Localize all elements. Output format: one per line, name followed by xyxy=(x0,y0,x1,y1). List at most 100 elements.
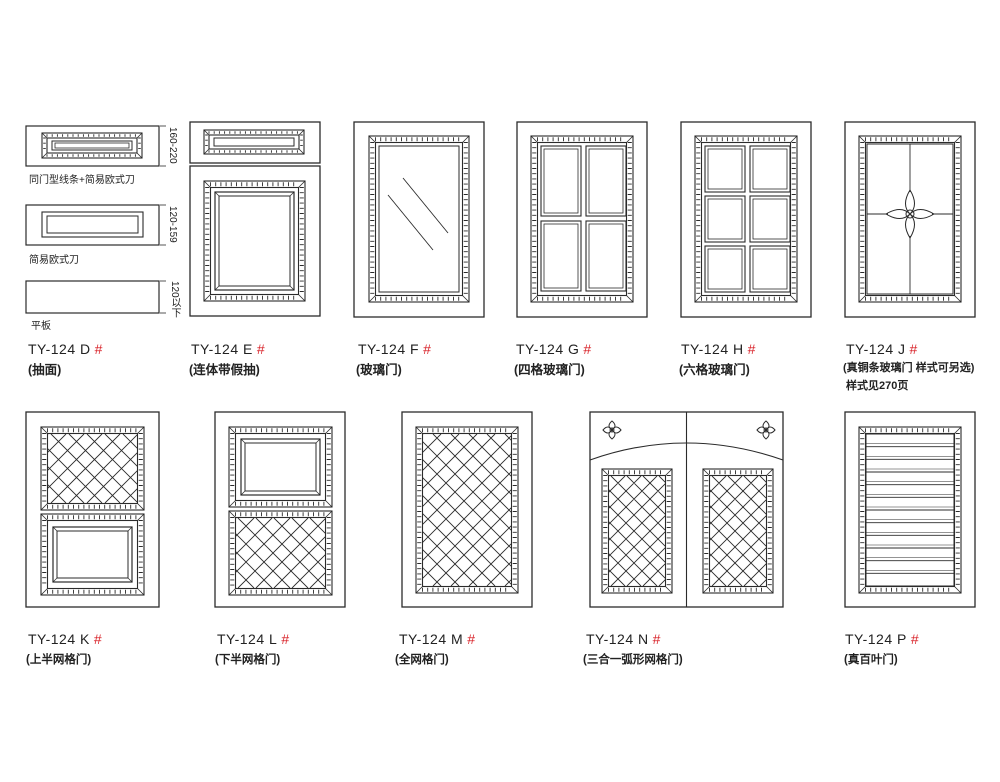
door-k-panel xyxy=(52,526,133,583)
carving-marks xyxy=(230,512,331,594)
door-f-glass-pane xyxy=(378,145,460,293)
item-l-code: TY-124 L# xyxy=(217,631,290,647)
drawer-type-3-dimension: 120以下 xyxy=(169,281,180,318)
item-m-code: TY-124 M# xyxy=(399,631,476,647)
door-m-frame xyxy=(401,411,533,608)
door-h-frame xyxy=(680,121,812,318)
carving-marks xyxy=(205,182,304,300)
item-f-code: TY-124 F# xyxy=(358,341,432,357)
door-f-glass xyxy=(353,121,485,318)
door-m-lattice xyxy=(423,434,511,586)
door-p-frame xyxy=(844,411,976,608)
drawer-type-2-label: 简易欧式刀 xyxy=(29,255,79,266)
carving-marks xyxy=(532,137,632,301)
item-l-desc: (下半网格门) xyxy=(215,654,281,666)
item-d-code: TY-124 D# xyxy=(28,341,103,357)
door-l-lower-lattice xyxy=(214,411,346,608)
item-j-desc: (真铜条玻璃门 样式可另选) xyxy=(843,362,975,374)
drawer-front-2-molding xyxy=(41,211,144,238)
glass-pane xyxy=(704,245,746,293)
item-p-desc: (真百叶门) xyxy=(844,654,898,666)
door-l-lattice xyxy=(236,518,325,588)
drawer-front-2 xyxy=(25,204,160,246)
drawer-type-2-dimension: 120-159 xyxy=(167,206,178,243)
glass-pane xyxy=(540,220,582,292)
door-p-louvered xyxy=(844,411,976,608)
door-e-panel xyxy=(214,191,295,291)
door-e-drawer-border xyxy=(203,129,305,155)
carving-marks xyxy=(860,137,960,301)
drawer-front-1-handle xyxy=(51,140,133,151)
door-l-upper-border xyxy=(228,426,333,508)
door-e-frame xyxy=(189,165,321,317)
item-n-desc: (三合一弧形网格门) xyxy=(583,654,683,666)
item-g-code: TY-124 G# xyxy=(516,341,592,357)
door-k-lower-border xyxy=(40,513,145,596)
item-e-code: TY-124 E# xyxy=(191,341,266,357)
drawer-front-1 xyxy=(25,125,160,167)
door-j-border xyxy=(858,135,962,303)
glass-reflection xyxy=(387,194,434,251)
door-m-full-lattice xyxy=(401,411,533,608)
item-d-desc: (抽面) xyxy=(28,363,62,377)
door-n-right-lattice xyxy=(710,476,766,586)
carving-marks xyxy=(43,134,141,157)
carving-marks xyxy=(42,515,143,594)
door-f-border xyxy=(368,135,470,303)
door-g-four-pane xyxy=(516,121,648,318)
glass-pane xyxy=(749,195,791,243)
carving-marks xyxy=(417,428,517,592)
door-k-frame xyxy=(25,411,160,608)
glass-pane xyxy=(749,145,791,193)
door-l-frame xyxy=(214,411,346,608)
door-n-arch xyxy=(589,442,784,461)
drawer-front-3-flat xyxy=(25,280,160,314)
drawer-type-1-dimension: 160-220 xyxy=(167,127,178,164)
door-n-left-lattice xyxy=(609,476,665,586)
glass-reflection xyxy=(402,177,449,234)
item-g-desc: (四格玻璃门) xyxy=(514,363,585,377)
door-e-border xyxy=(203,180,306,302)
carving-marks xyxy=(603,470,671,592)
door-h-six-pane xyxy=(680,121,812,318)
door-n-left-border xyxy=(601,468,673,594)
door-h-border xyxy=(694,135,798,303)
door-k-upper-lattice xyxy=(25,411,160,608)
item-e-desc: (连体带假抽) xyxy=(189,363,260,377)
corner-ornament xyxy=(756,420,776,440)
drawer-type-1-label: 同门型线条+简易欧式刀 xyxy=(29,175,135,186)
door-n-right-border xyxy=(702,468,774,594)
door-e-false-drawer xyxy=(189,121,321,317)
carving-marks xyxy=(230,428,331,506)
glass-pane xyxy=(585,220,627,292)
item-h-desc: (六格玻璃门) xyxy=(679,363,750,377)
item-m-desc: (全网格门) xyxy=(395,654,449,666)
item-j-code: TY-124 J# xyxy=(846,341,918,357)
corner-ornament xyxy=(602,420,622,440)
glass-pane xyxy=(704,145,746,193)
door-g-frame xyxy=(516,121,648,318)
glass-pane xyxy=(749,245,791,293)
door-e-drawer-frame xyxy=(189,121,321,164)
flower-center xyxy=(905,209,915,219)
carving-marks xyxy=(860,428,960,592)
glass-pane xyxy=(704,195,746,243)
door-m-border xyxy=(415,426,519,594)
door-k-lattice xyxy=(48,434,137,503)
item-k-code: TY-124 K# xyxy=(28,631,103,647)
drawer-type-3-label: 平板 xyxy=(31,321,51,332)
door-k-upper-border xyxy=(40,426,145,511)
item-p-code: TY-124 P# xyxy=(845,631,920,647)
carving-marks xyxy=(704,470,772,592)
item-f-desc: (玻璃门) xyxy=(356,363,402,377)
door-e-drawer-handle xyxy=(213,137,295,147)
door-j-frame xyxy=(844,121,976,318)
door-j-copper-bar xyxy=(844,121,976,318)
door-g-border xyxy=(530,135,634,303)
carving-marks xyxy=(205,131,303,153)
item-k-desc: (上半网格门) xyxy=(26,654,92,666)
carving-marks xyxy=(370,137,468,301)
glass-pane xyxy=(540,145,582,217)
door-l-panel xyxy=(240,438,321,496)
